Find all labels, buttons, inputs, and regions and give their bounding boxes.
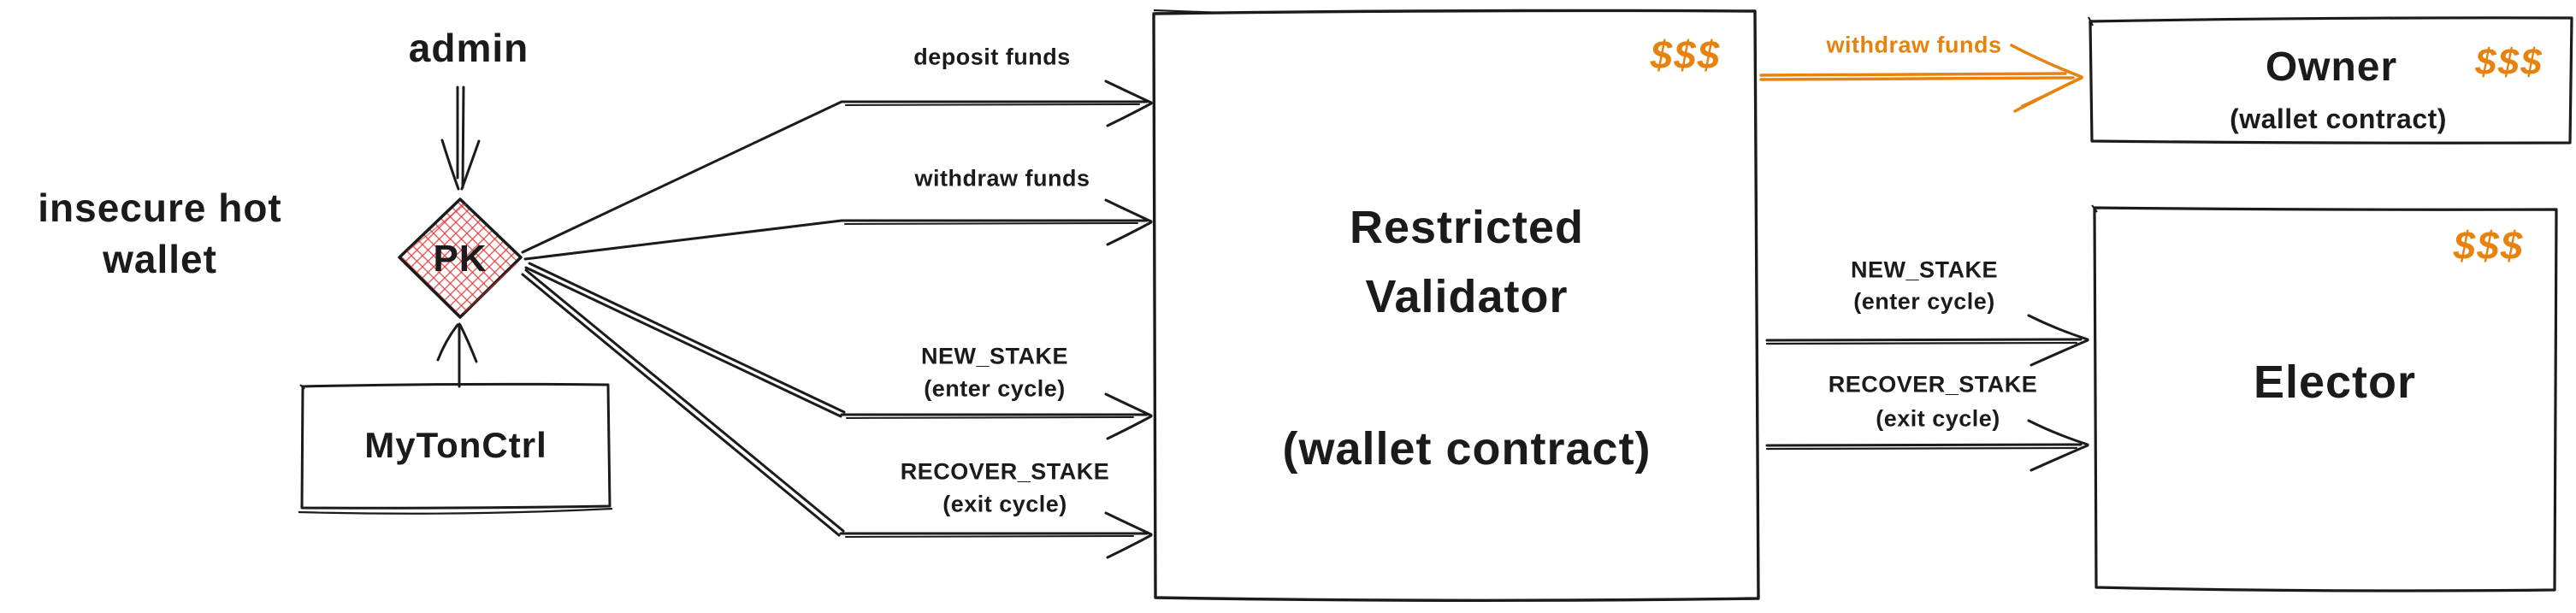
- arrow-withdraw-funds-in: [523, 198, 1153, 261]
- withdraw-funds-arrow-label: withdraw funds: [914, 165, 1090, 192]
- new-stake-left-arrow-sublabel: (enter cycle): [924, 375, 1066, 402]
- recover-stake-left-arrow-label: RECOVER_STAKE: [900, 458, 1110, 485]
- new-stake-left-arrow-label: NEW_STAKE: [920, 343, 1069, 369]
- validator-box-title-line2: Validator: [1365, 271, 1569, 322]
- owner-box-border: [2088, 16, 2573, 144]
- validator-box-border: [1152, 9, 1760, 602]
- insecure-hot-wallet-caption-line1: insecure hot: [38, 186, 282, 230]
- recover-stake-right-arrow-sublabel: (exit cycle): [1876, 405, 2000, 432]
- recover-stake-right-arrow-label: RECOVER_STAKE: [1828, 371, 2038, 398]
- elector-money-badge: $$$: [2453, 223, 2525, 268]
- new-stake-right-arrow-sublabel: (enter cycle): [1853, 288, 1995, 315]
- mytonctrl-box-border: [298, 382, 613, 515]
- validator-box-title-line1: Restricted: [1349, 202, 1585, 253]
- elector-box-border: [2091, 204, 2558, 592]
- owner-money-badge: $$$: [2475, 41, 2544, 83]
- admin-label: admin: [408, 26, 529, 70]
- recover-stake-left-arrow-sublabel: (exit cycle): [942, 491, 1067, 517]
- arrow-new-stake-left: [524, 262, 1153, 440]
- arrow-withdraw-funds-out: [1759, 44, 2083, 113]
- pk-node-label: PK: [433, 238, 487, 280]
- arrow-admin-to-pk: [440, 85, 481, 191]
- arrow-mytonctrl-to-pk: [436, 322, 478, 388]
- elector-box-title: Elector: [2253, 357, 2417, 408]
- validator-money-badge: $$$: [1650, 32, 1722, 77]
- owner-box-title: Owner: [2265, 44, 2398, 90]
- insecure-hot-wallet-caption-line2: wallet: [103, 237, 217, 281]
- mytonctrl-node-label: MyTonCtrl: [364, 425, 547, 465]
- arrow-recover-stake-right: [1765, 419, 2089, 472]
- validator-box-subtitle: (wallet contract): [1282, 423, 1651, 474]
- withdraw-funds-out-arrow-label: withdraw funds: [1826, 32, 2002, 58]
- arrow-recover-stake-left: [521, 268, 1153, 559]
- owner-box-subtitle: (wallet contract): [2230, 103, 2447, 134]
- new-stake-right-arrow-label: NEW_STAKE: [1850, 256, 1999, 283]
- pk-diamond: [398, 197, 523, 319]
- arrow-new-stake-right: [1765, 314, 2089, 367]
- deposit-funds-arrow-label: deposit funds: [913, 44, 1071, 70]
- arrow-deposit-funds: [521, 80, 1153, 254]
